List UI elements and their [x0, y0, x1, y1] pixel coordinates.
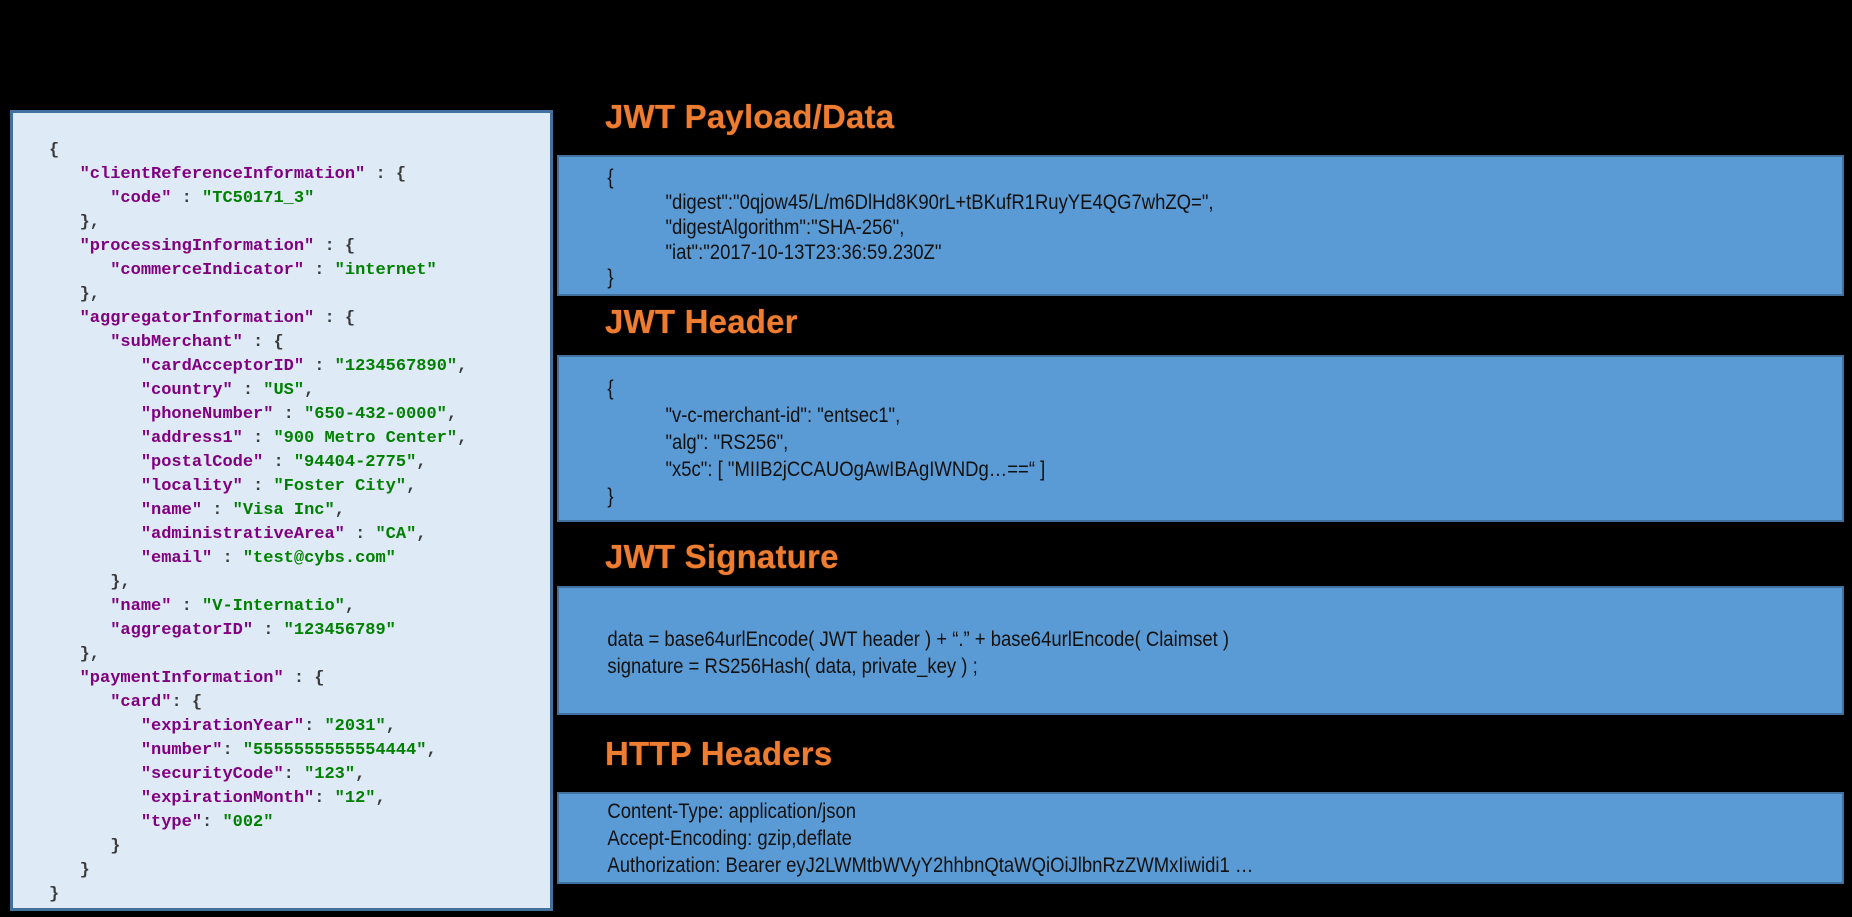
- jwt-header-box: { "v-c-merchant-id": "entsec1", "alg": "…: [557, 355, 1844, 522]
- jwt-signature-code: data = base64urlEncode( JWT header ) + “…: [607, 628, 1230, 678]
- jwt-payload-heading: JWT Payload/Data: [605, 98, 895, 135]
- jwt-payload-code: { "digest":"0qjow45/L/m6DlHd8K90rL+tBKuf…: [607, 166, 1214, 289]
- jwt-header-heading: JWT Header: [605, 303, 798, 340]
- http-headers-box: Content-Type: application/json Accept-En…: [557, 792, 1844, 884]
- http-headers-heading: HTTP Headers: [605, 735, 833, 772]
- jwt-signature-box: data = base64urlEncode( JWT header ) + “…: [557, 586, 1844, 715]
- jwt-payload-box: { "digest":"0qjow45/L/m6DlHd8K90rL+tBKuf…: [557, 155, 1844, 296]
- request-json-panel: { "clientReferenceInformation" : { "code…: [10, 110, 553, 911]
- request-json-code: { "clientReferenceInformation" : { "code…: [49, 141, 468, 904]
- jwt-header-code: { "v-c-merchant-id": "entsec1", "alg": "…: [607, 377, 1046, 508]
- jwt-signature-heading: JWT Signature: [605, 538, 839, 575]
- http-headers-code: Content-Type: application/json Accept-En…: [607, 800, 1254, 877]
